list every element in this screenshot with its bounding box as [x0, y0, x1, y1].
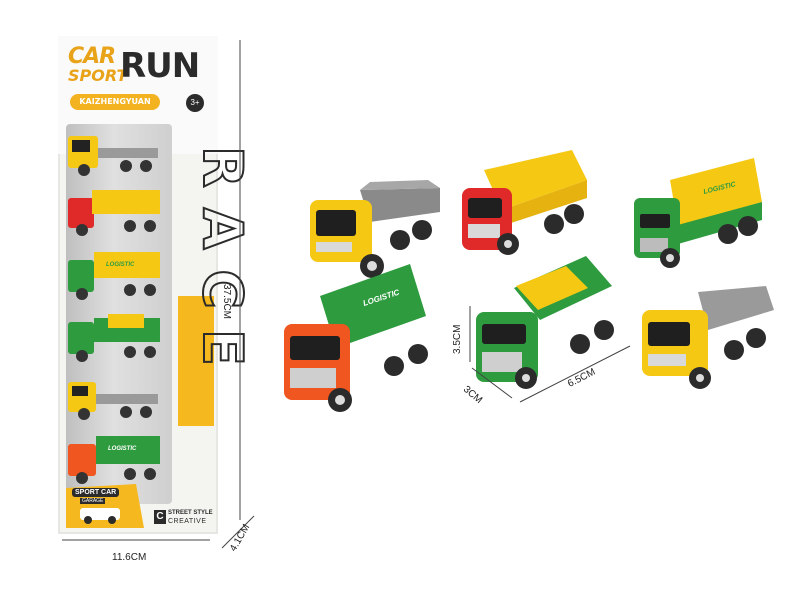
street-style-label: STREET STYLE [168, 510, 213, 516]
logo-car-text: CAR [68, 44, 116, 69]
package-height-label: 37.5CM [221, 284, 232, 320]
truck-yellow-flatbed-2 [642, 286, 774, 389]
c-logo: C [154, 510, 166, 524]
packaged-truck-yellow-flatbed [68, 136, 158, 176]
logo-run-text: RUN [120, 46, 200, 86]
packaged-truck-green-yellow-container: LOGISTIC [68, 252, 160, 300]
truck-red-dump [462, 150, 587, 255]
svg-text:LOGISTIC: LOGISTIC [108, 446, 137, 452]
toy-package-box: CAR SPORT RUN KAIZHENGYUAN 3+ RACE SPORT… [58, 36, 255, 534]
truck-yellow-flatbed [310, 180, 440, 278]
truck-height-label: 3.5CM [452, 324, 463, 354]
badge-line2: GARAGE [80, 498, 106, 504]
creative-label: CREATIVE [168, 518, 207, 525]
packaged-truck-red-dump [68, 190, 160, 236]
svg-text:RACE: RACE [191, 146, 254, 386]
race-vertical-text: RACE [190, 145, 255, 387]
package-width-label: 11.6CM [112, 552, 147, 563]
packaged-truck-yellow-flatbed-2 [68, 382, 158, 420]
brand-badge: KAIZHENGYUAN [70, 94, 160, 110]
truck-green-yellow-container: LOGISTIC [634, 158, 762, 268]
logo-sport-text: SPORT [68, 66, 128, 85]
badge-line1: SPORT CAR [72, 488, 120, 497]
truck-orange-green-container: LOGISTIC [284, 264, 428, 412]
race-accent-strip [178, 296, 214, 426]
packaged-truck-orange-green-container: LOGISTIC [68, 436, 160, 484]
truck-green-yellow-cargo [476, 256, 614, 389]
packaged-truck-green-cargo [68, 314, 160, 362]
age-badge: 3+ [186, 94, 204, 112]
svg-text:LOGISTIC: LOGISTIC [106, 262, 135, 268]
